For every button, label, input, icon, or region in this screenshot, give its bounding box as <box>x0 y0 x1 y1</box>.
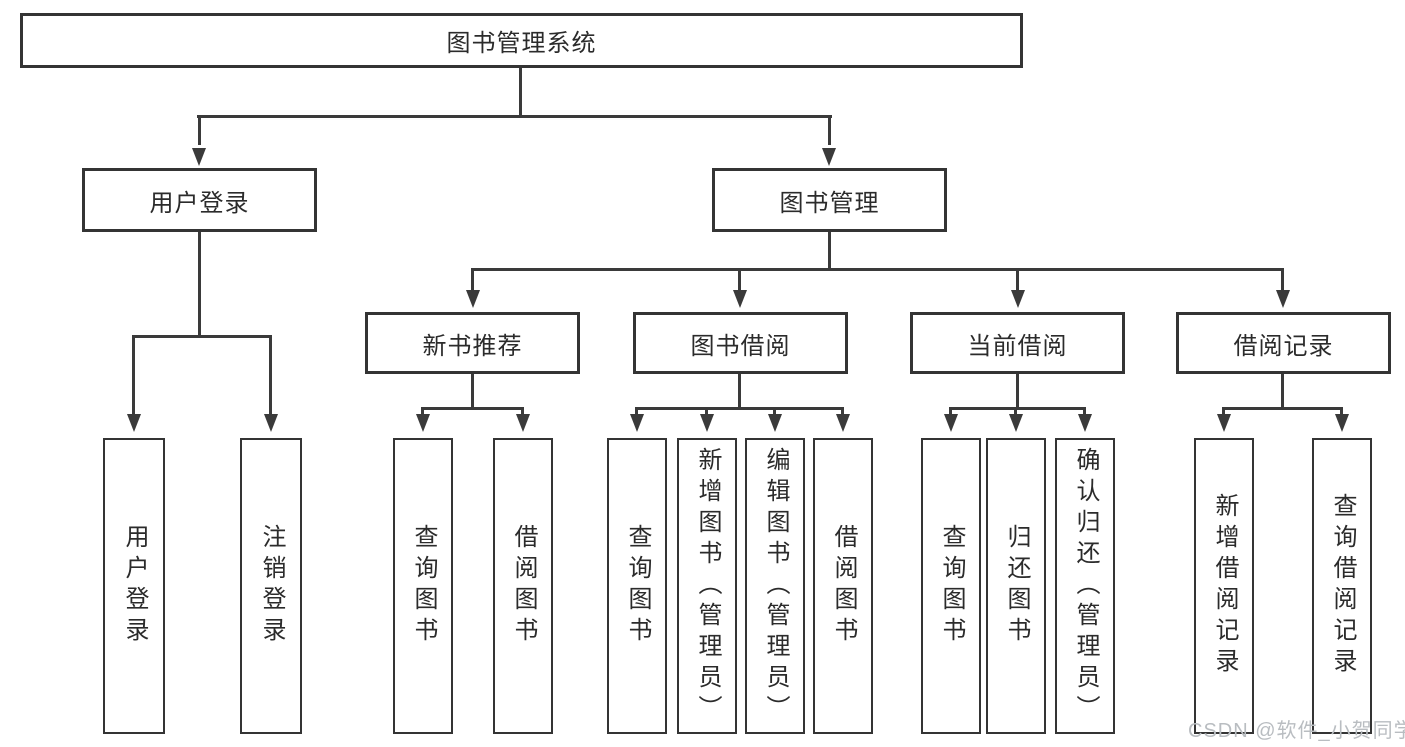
leaf-cb-confirm-return-label: 确认归还（管理员） <box>1072 446 1099 726</box>
watermark: CSDN @软件_小贺同学 <box>1188 720 1405 742</box>
connector-drop-br-query <box>1340 407 1343 416</box>
connector-br-stem <box>1281 374 1284 410</box>
connector-drop-bb-edit <box>773 407 776 416</box>
leaf-br-query-record-label: 查询借阅记录 <box>1329 493 1356 679</box>
leaf-user-login: 用户登录 <box>103 438 165 734</box>
arrowhead-book-borrowing <box>733 290 747 308</box>
arrowhead-leaf-logout <box>264 414 278 432</box>
leaf-logout-label: 注销登录 <box>258 524 285 648</box>
leaf-nbr-borrow-books-label: 借阅图书 <box>510 524 537 648</box>
connector-drop-new-book-recommend <box>471 268 474 290</box>
connector-bb-stem <box>738 374 741 410</box>
connector-nbr-hbar <box>421 407 524 410</box>
arrowhead-br-query <box>1335 414 1349 432</box>
connector-cb-stem <box>1016 374 1019 410</box>
connector-nbr-stem <box>471 374 474 410</box>
leaf-bb-add-books: 新增图书（管理员） <box>677 438 737 734</box>
leaf-nbr-query-books: 查询图书 <box>393 438 453 734</box>
connector-drop-bb-borrow <box>841 407 844 416</box>
connector-root-stem <box>519 68 522 118</box>
leaf-cb-query-books: 查询图书 <box>921 438 981 734</box>
leaf-user-login-label: 用户登录 <box>121 524 148 648</box>
arrowhead-br-add <box>1217 414 1231 432</box>
connector-drop-leaf-user-login <box>132 335 135 416</box>
connector-drop-nbr-query <box>421 407 424 416</box>
connector-drop-bb-query <box>635 407 638 416</box>
arrowhead-cb-return <box>1009 414 1023 432</box>
connector-drop-bb-add <box>705 407 708 416</box>
arrowhead-bb-borrow <box>836 414 850 432</box>
connector-drop-current-borrowing <box>1016 268 1019 290</box>
arrowhead-nbr-query <box>416 414 430 432</box>
connector-drop-cb-confirm <box>1083 407 1086 416</box>
leaf-nbr-borrow-books: 借阅图书 <box>493 438 553 734</box>
leaf-cb-return-books: 归还图书 <box>986 438 1046 734</box>
connector-user-login-stem <box>198 232 201 337</box>
node-user-login: 用户登录 <box>82 168 317 232</box>
leaf-br-add-record: 新增借阅记录 <box>1194 438 1254 734</box>
leaf-bb-add-books-label: 新增图书（管理员） <box>694 446 721 726</box>
connector-drop-cb-return <box>1014 407 1017 416</box>
connector-user-login-hbar <box>132 335 272 338</box>
connector-bb-hbar <box>635 407 844 410</box>
leaf-br-query-record: 查询借阅记录 <box>1312 438 1372 734</box>
arrowhead-new-book-recommend <box>466 290 480 308</box>
connector-drop-cb-query <box>949 407 952 416</box>
node-root: 图书管理系统 <box>20 13 1023 68</box>
leaf-bb-edit-books-label: 编辑图书（管理员） <box>762 446 789 726</box>
arrowhead-current-borrowing <box>1011 290 1025 308</box>
node-book-borrowing-label: 图书借阅 <box>690 332 791 360</box>
connector-drop-nbr-borrow <box>521 407 524 416</box>
node-new-book-recommend-label: 新书推荐 <box>422 332 523 360</box>
node-borrowing-records-label: 借阅记录 <box>1233 332 1334 360</box>
connector-drop-br-add <box>1222 407 1225 416</box>
connector-br-hbar <box>1222 407 1343 410</box>
node-new-book-recommend: 新书推荐 <box>365 312 580 374</box>
leaf-bb-borrow-books: 借阅图书 <box>813 438 873 734</box>
node-borrowing-records: 借阅记录 <box>1176 312 1391 374</box>
arrowhead-bb-query <box>630 414 644 432</box>
arrowhead-leaf-user-login <box>127 414 141 432</box>
arrowhead-bb-edit <box>768 414 782 432</box>
leaf-nbr-query-books-label: 查询图书 <box>410 524 437 648</box>
connector-drop-borrowing-records <box>1281 268 1284 290</box>
connector-drop-user-login <box>198 115 201 145</box>
node-book-management-label: 图书管理 <box>779 189 880 217</box>
connector-drop-book-management <box>828 115 831 145</box>
node-current-borrowing-label: 当前借阅 <box>967 332 1068 360</box>
arrowhead-cb-query <box>944 414 958 432</box>
connector-drop-book-borrowing <box>738 268 741 290</box>
connector-drop-leaf-logout <box>269 335 272 416</box>
leaf-bb-query-books: 查询图书 <box>607 438 667 734</box>
leaf-bb-borrow-books-label: 借阅图书 <box>830 524 857 648</box>
arrowhead-borrowing-records <box>1276 290 1290 308</box>
node-book-borrowing: 图书借阅 <box>633 312 848 374</box>
leaf-logout: 注销登录 <box>240 438 302 734</box>
node-root-label: 图书管理系统 <box>446 30 597 57</box>
connector-root-hbar <box>197 115 832 118</box>
connector-cb-hbar <box>949 407 1086 410</box>
connector-book-management-hbar <box>471 268 1284 271</box>
leaf-bb-edit-books: 编辑图书（管理员） <box>745 438 805 734</box>
leaf-cb-confirm-return: 确认归还（管理员） <box>1055 438 1115 734</box>
leaf-bb-query-books-label: 查询图书 <box>624 524 651 648</box>
node-user-login-label: 用户登录 <box>149 189 250 217</box>
leaf-cb-query-books-label: 查询图书 <box>938 524 965 648</box>
leaf-br-add-record-label: 新增借阅记录 <box>1211 493 1238 679</box>
arrowhead-cb-confirm <box>1078 414 1092 432</box>
connector-book-management-stem <box>828 232 831 271</box>
node-book-management: 图书管理 <box>712 168 947 232</box>
arrowhead-user-login <box>192 148 206 166</box>
arrowhead-bb-add <box>700 414 714 432</box>
node-current-borrowing: 当前借阅 <box>910 312 1125 374</box>
arrowhead-book-management <box>822 148 836 166</box>
arrowhead-nbr-borrow <box>516 414 530 432</box>
leaf-cb-return-books-label: 归还图书 <box>1003 524 1030 648</box>
